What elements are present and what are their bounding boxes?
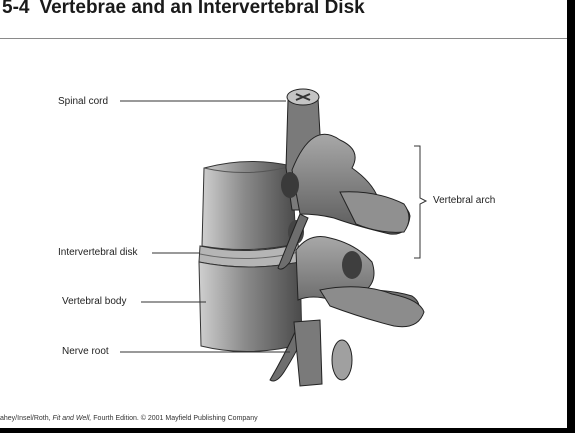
label-spinal-cord: Spinal cord	[58, 96, 108, 108]
vertebral-arch-bracket	[414, 146, 426, 258]
slide: 5-4Vertebrae and an Intervertebral Disk	[0, 0, 567, 428]
lower-transverse-process	[320, 287, 424, 327]
label-vertebral-arch: Vertebral arch	[433, 195, 495, 207]
footer-authors: ahey/Insel/Roth,	[0, 415, 51, 422]
label-vertebral-body: Vertebral body	[62, 296, 127, 308]
upper-spinous-process	[340, 192, 409, 233]
footer-edition: Fourth Edition. © 2001 Mayfield Publishi…	[93, 415, 257, 422]
lower-vertebral-body	[199, 262, 302, 352]
footer-book: Fit and Well,	[53, 415, 92, 422]
lower-cord-segment	[294, 320, 322, 386]
vertebrae-illustration	[0, 0, 567, 428]
label-intervertebral-disk: Intervertebral disk	[58, 247, 137, 259]
upper-vertebral-body	[202, 161, 296, 249]
label-nerve-root: Nerve root	[62, 346, 109, 358]
slide-footer: ahey/Insel/Roth, Fit and Well, Fourth Ed…	[0, 414, 258, 423]
